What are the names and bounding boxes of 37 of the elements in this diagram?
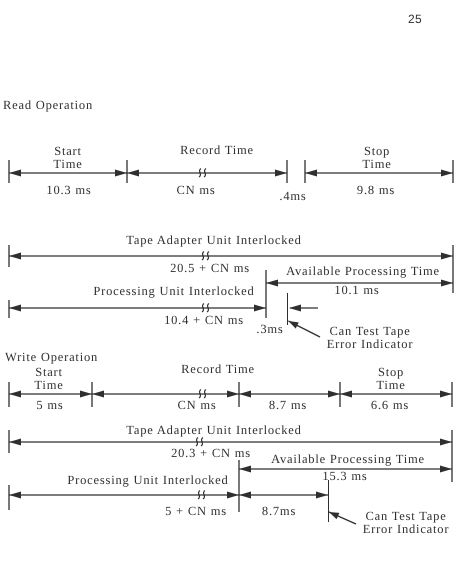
duration-label: 8.7 ms bbox=[268, 399, 308, 412]
duration-label: 9.8 ms bbox=[356, 184, 396, 197]
duration-label: CN ms bbox=[176, 184, 216, 197]
duration-label: 6.6 ms bbox=[370, 399, 410, 412]
tick-mark bbox=[287, 293, 288, 325]
section-heading: Write Operation bbox=[5, 351, 98, 364]
segment-label: Record Time bbox=[181, 363, 255, 376]
segment-label: Record Time bbox=[180, 144, 254, 157]
leader-line bbox=[288, 320, 320, 338]
tick-mark bbox=[328, 480, 329, 522]
duration-label: 5 ms bbox=[36, 399, 64, 412]
segment-label: Stop Time bbox=[361, 145, 393, 171]
callout-label: Can Test Tape Error Indicator bbox=[356, 510, 456, 536]
interval-label: Available Processing Time bbox=[271, 453, 425, 466]
segment-label: Start Time bbox=[52, 145, 84, 171]
duration-label: 8.7ms bbox=[262, 505, 296, 518]
interval-label: Tape Adapter Unit Interlocked bbox=[126, 234, 302, 247]
duration-label: 10.1 ms bbox=[334, 284, 380, 297]
duration-label: 5 + CN ms bbox=[165, 505, 227, 518]
interval-label: Available Processing Time bbox=[286, 265, 440, 278]
interval-label: Processing Unit Interlocked bbox=[67, 474, 229, 487]
interval-label: Tape Adapter Unit Interlocked bbox=[126, 424, 302, 437]
duration-label: CN ms bbox=[177, 399, 217, 412]
interval-label: Processing Unit Interlocked bbox=[93, 285, 255, 298]
duration-label: .3ms bbox=[256, 323, 284, 336]
duration-label: 10.4 + CN ms bbox=[164, 314, 244, 327]
segment-label: Stop Time bbox=[375, 366, 407, 392]
leader-line bbox=[328, 511, 356, 525]
duration-label: 20.5 + CN ms bbox=[170, 262, 250, 275]
page-number: 25 bbox=[408, 13, 422, 26]
section-heading: Read Operation bbox=[3, 99, 93, 112]
duration-label: 20.3 + CN ms bbox=[171, 447, 251, 460]
segment-label: Start Time bbox=[33, 366, 65, 392]
callout-label: Can Test Tape Error Indicator bbox=[320, 325, 420, 351]
duration-label: 10.3 ms bbox=[46, 184, 92, 197]
duration-label: .4ms bbox=[279, 190, 307, 203]
duration-label: 15.3 ms bbox=[322, 470, 368, 483]
